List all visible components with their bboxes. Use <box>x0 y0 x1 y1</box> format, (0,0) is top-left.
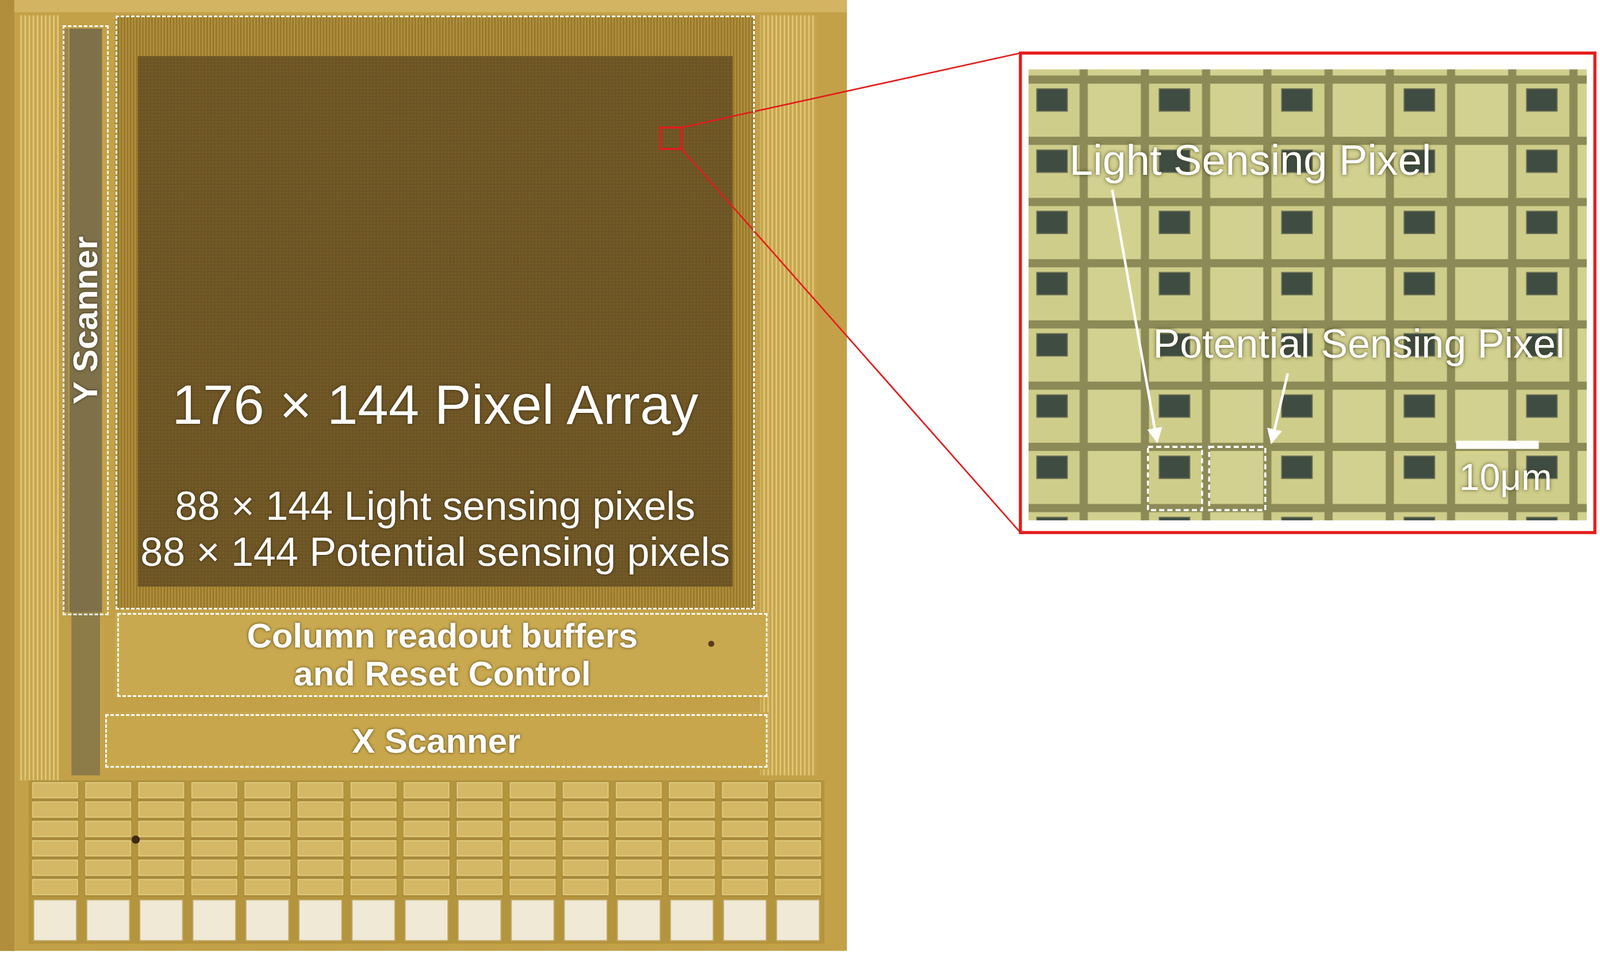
bus-wires <box>760 15 817 776</box>
block-label: 176 × 144 Pixel Array <box>117 373 754 437</box>
chip-edge <box>0 0 15 951</box>
leader-arrow <box>1112 189 1158 442</box>
leader-arrow <box>1271 373 1288 443</box>
block-label: Column readout buffers and Reset Control <box>229 616 655 693</box>
readout-block: Column readout buffers and Reset Control <box>117 612 768 697</box>
scale-bar <box>1456 440 1540 449</box>
zoom-line <box>681 52 1021 128</box>
block-label: X Scanner <box>351 722 521 761</box>
zoom-marker <box>660 127 682 149</box>
pixel-outline <box>1148 446 1203 510</box>
pixel-micrograph <box>1028 69 1587 521</box>
dust-speck <box>131 835 140 844</box>
zoom-frame <box>1020 52 1595 533</box>
pixel-array-block: 176 × 144 Pixel Array 88 × 144 Light sens… <box>115 15 756 610</box>
pixel-outline <box>1209 446 1266 510</box>
scale-label: 10μm <box>1459 456 1552 500</box>
scanner-wiring <box>71 612 101 776</box>
x-scanner-block: X Scanner <box>105 714 768 767</box>
callout-label: Light Sensing Pixel <box>1069 135 1431 185</box>
block-label: Y Scanner <box>66 236 105 405</box>
block-label: 88 × 144 Potential sensing pixels <box>117 528 754 576</box>
zoom-line <box>681 148 1021 533</box>
dust-speck <box>708 640 715 647</box>
chip-edge <box>14 0 847 13</box>
readout-circuit <box>115 612 769 696</box>
pad-row <box>28 780 825 944</box>
x-scanner-circuit <box>105 711 769 769</box>
chip-die <box>0 0 847 951</box>
y-scanner-block: Y Scanner <box>62 25 109 616</box>
bus-wires <box>18 15 60 781</box>
array-ring <box>115 15 756 610</box>
callout-label: Potential Sensing Pixel <box>1153 320 1565 368</box>
block-label: 88 × 144 Light sensing pixels <box>117 482 754 530</box>
